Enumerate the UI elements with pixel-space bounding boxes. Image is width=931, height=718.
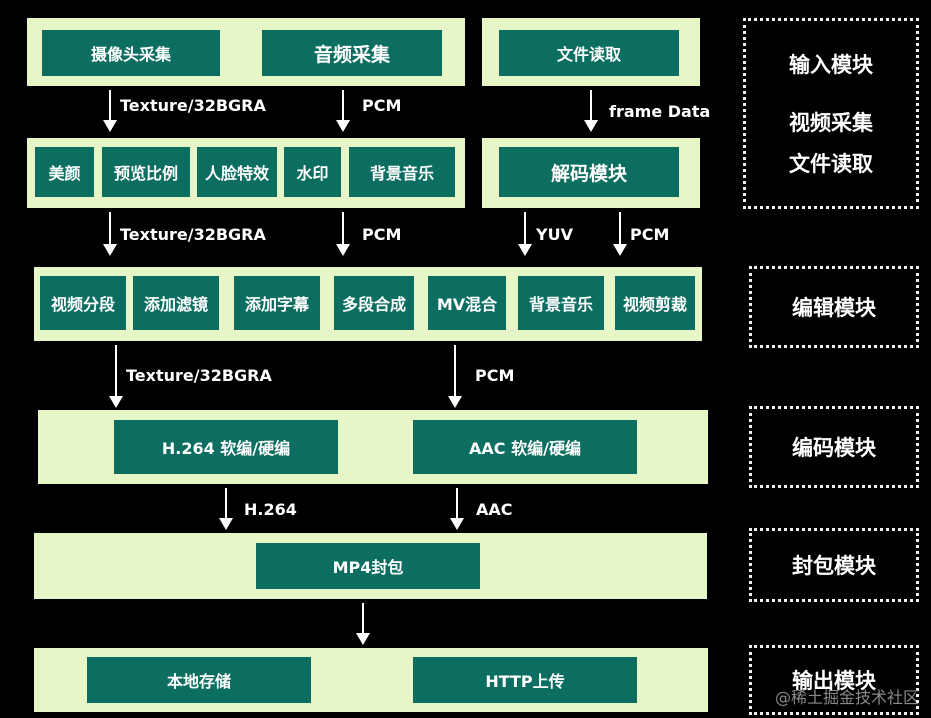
preprocess-watermark: 水印 xyxy=(284,147,341,197)
legend-encode-title: 编码模块 xyxy=(792,436,876,460)
watermark-text: @稀土掘金技术社区 xyxy=(774,688,919,707)
preprocess-face-effect: 人脸特效 xyxy=(197,147,277,197)
legend-output-title: 输出模块 xyxy=(792,669,876,693)
file-read-box: 文件读取 xyxy=(499,30,679,76)
legend-input-module: 输入模块 视频采集 文件读取 xyxy=(743,18,919,209)
edit-merge: 多段合成 xyxy=(334,276,414,330)
legend-video-capture: 视频采集 xyxy=(789,111,873,136)
label-texture-3: Texture/32BGRA xyxy=(126,366,272,385)
legend-edit-module: 编辑模块 xyxy=(749,266,919,348)
audio-capture-box: 音频采集 xyxy=(262,30,442,76)
legend-edit-title: 编辑模块 xyxy=(792,296,876,320)
legend-encode-module: 编码模块 xyxy=(749,406,919,488)
edit-add-subtitle: 添加字幕 xyxy=(234,276,320,330)
label-aac: AAC xyxy=(476,500,513,519)
preprocess-preview-ratio: 预览比例 xyxy=(102,147,190,197)
label-frame-data: frame Data xyxy=(609,102,711,121)
edit-video-split: 视频分段 xyxy=(40,276,126,330)
label-texture-2: Texture/32BGRA xyxy=(120,225,266,244)
label-pcm-2: PCM xyxy=(362,225,402,244)
legend-file-read: 文件读取 xyxy=(789,151,873,176)
encode-video-box: H.264 软编/硬编 xyxy=(114,420,338,474)
encode-audio-box: AAC 软编/硬编 xyxy=(413,420,637,474)
decode-box: 解码模块 xyxy=(499,147,679,197)
preprocess-bgm: 背景音乐 xyxy=(349,147,455,197)
label-pcm-1: PCM xyxy=(362,96,402,115)
legend-output-module: 输出模块 xyxy=(749,645,919,715)
camera-capture-box: 摄像头采集 xyxy=(42,30,220,76)
label-h264: H.264 xyxy=(244,500,297,519)
edit-add-filter: 添加滤镜 xyxy=(133,276,219,330)
edit-video-trim: 视频剪裁 xyxy=(615,276,695,330)
label-pcm-3: PCM xyxy=(475,366,515,385)
label-texture-1: Texture/32BGRA xyxy=(120,96,266,115)
legend-input-title: 输入模块 xyxy=(789,53,873,78)
edit-mv-mix: MV混合 xyxy=(428,276,506,330)
edit-bgm: 背景音乐 xyxy=(518,276,604,330)
label-pcm-decode: PCM xyxy=(630,225,670,244)
output-http-box: HTTP上传 xyxy=(413,657,637,703)
preprocess-beauty: 美颜 xyxy=(35,147,94,197)
legend-mux-title: 封包模块 xyxy=(792,554,876,578)
mux-box: MP4封包 xyxy=(256,543,480,589)
legend-mux-module: 封包模块 xyxy=(749,528,919,602)
label-yuv: YUV xyxy=(536,225,573,244)
output-local-box: 本地存储 xyxy=(87,657,311,703)
